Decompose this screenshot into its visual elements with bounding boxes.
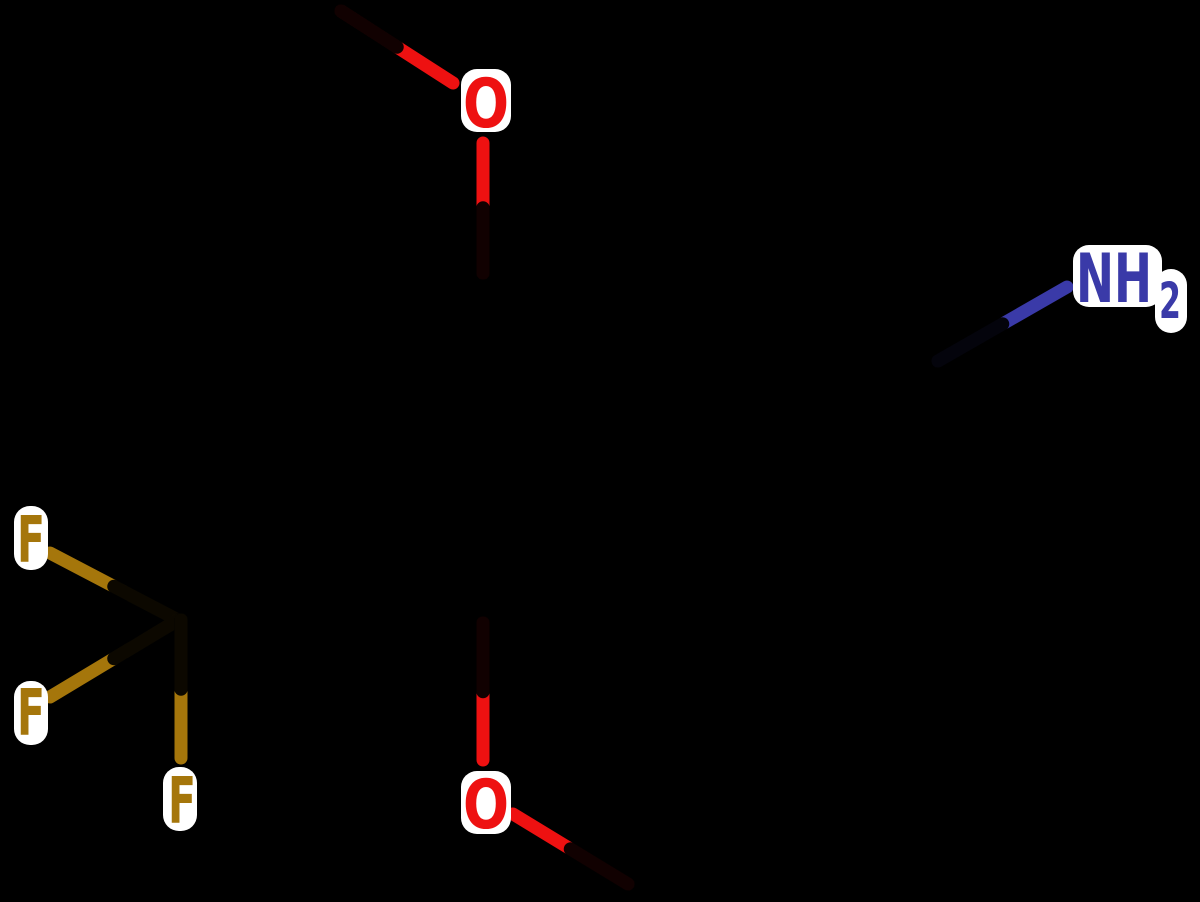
carbon-bond [780,266,945,368]
amine-nitrogen-label-background [1073,245,1162,307]
bond-carbon-half [107,579,185,627]
bond-carbon-half [931,317,1010,368]
bond-carbon-half [107,613,185,666]
methoxy-bottom-oxygen-label-background [461,771,511,834]
carbon-bond [350,526,479,607]
amine-nitrogen-label-subscript-background [1155,269,1187,333]
amine-nitrogen-label-subscript: 2 [1159,272,1181,330]
methoxy-top-oxygen-label: O [463,65,509,144]
fluorine-bottom-label-background [163,767,197,831]
fluorine-bottom-label: F [168,765,196,839]
fluorine-mid-left-label-background [14,681,48,745]
carbon-bond [171,529,338,627]
carbon-bond [324,529,490,630]
amine-nitrogen-label: NH [1076,240,1152,319]
carbon-bond [476,266,642,368]
methoxy-bottom-oxygen-label: O [463,766,509,845]
bond-carbon-half [334,4,404,54]
fluorine-top-left-label-background [14,506,48,570]
carbon-bond [324,266,490,368]
bond-carbon-half [563,842,635,891]
carbon-bond [476,529,642,630]
carbon-bond [350,290,479,370]
carbon-bond [628,266,794,368]
fluorine-top-left-label: F [17,504,45,578]
fluorine-mid-left-label: F [17,677,45,751]
methoxy-top-oxygen-label-background [461,69,511,132]
